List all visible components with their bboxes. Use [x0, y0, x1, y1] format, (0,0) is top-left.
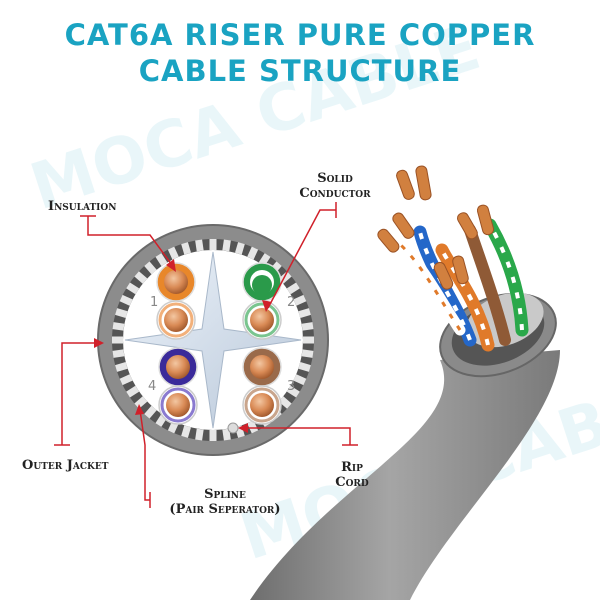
pair-2: [242, 262, 282, 340]
shield-tooth: [155, 253, 168, 267]
shield-tooth: [247, 246, 259, 260]
cable-jacket-body: [250, 350, 560, 600]
shield-tooth: [195, 239, 204, 252]
leader-spline: [139, 409, 150, 501]
pair-1-top-conductor: [164, 270, 188, 294]
label-outer-jacket: Outer Jacket: [22, 458, 109, 473]
shield-tooth: [112, 322, 125, 331]
pair-3: [242, 347, 282, 425]
pair-3-bottom-conductor: [250, 393, 274, 417]
label-spline: Spline (Pair Seperator): [155, 487, 295, 517]
shield-tooth: [119, 294, 133, 306]
pair-number-4: 4: [148, 379, 156, 394]
shield-tooth: [301, 322, 314, 331]
shield-tooth: [247, 420, 259, 434]
cross-section: 1 2 4 3: [97, 224, 329, 456]
shield-teeth: [112, 239, 314, 441]
shield-tooth: [134, 396, 148, 409]
pair-1-bottom-conductor: [164, 308, 188, 332]
pair-4-bottom-conductor: [166, 393, 190, 417]
shield-tooth: [298, 308, 311, 319]
copper-tips: [377, 165, 495, 290]
label-solid-conductor-line1: Solid: [317, 171, 353, 186]
shield-tooth: [209, 430, 217, 441]
leader-lines: [61, 209, 351, 501]
pair-number-1: 1: [150, 295, 158, 310]
shield-tooth: [278, 396, 292, 409]
label-rip-cord: Rip Cord: [328, 460, 376, 490]
title-line-1: CAT6A RISER PURE COPPER: [64, 18, 536, 52]
label-solid-conductor: Solid Conductor: [282, 171, 388, 201]
shield-tooth: [293, 294, 307, 306]
shield-tooth: [144, 261, 157, 275]
label-spline-line1: Spline: [204, 487, 246, 502]
title-line-2: CABLE STRUCTURE: [138, 54, 462, 88]
leader-tees: [54, 202, 358, 508]
shield-tooth: [195, 428, 204, 441]
shield-tooth: [144, 405, 157, 419]
leader-rip-cord: [240, 427, 351, 445]
shield-tooth: [115, 361, 128, 372]
label-solid-conductor-line2: Conductor: [299, 186, 371, 201]
shield-tooth: [301, 349, 314, 358]
label-insulation: Insulation: [48, 199, 117, 214]
label-rip-cord-line2: Cord: [335, 475, 369, 490]
shield-tooth: [181, 242, 192, 255]
shield-tooth: [134, 271, 148, 284]
shield-tooth: [167, 246, 179, 260]
pair-2-bottom-conductor: [250, 308, 274, 332]
pair-3-top-conductor: [250, 355, 274, 379]
shield-tooth: [293, 374, 307, 386]
shield-tooth: [126, 385, 140, 398]
shield-tooth: [209, 239, 217, 250]
shield-tooth: [181, 425, 192, 438]
pair-number-2: 2: [287, 295, 295, 310]
shield-tooth: [112, 349, 125, 358]
pair-1: [156, 262, 196, 340]
shield-tooth: [234, 242, 245, 255]
shield-tooth: [126, 282, 140, 295]
shield-tooth: [119, 374, 133, 386]
pair-4: [158, 347, 198, 425]
shield-tooth: [112, 336, 123, 344]
pair-4-top-conductor: [166, 355, 190, 379]
shield-tooth: [298, 361, 311, 372]
leader-outer-jacket: [61, 342, 100, 445]
rip-cord-fiber: [227, 422, 239, 434]
shield-tooth: [115, 308, 128, 319]
exposed-pairs: [389, 218, 529, 352]
shield-tooth: [222, 428, 231, 441]
shield-tooth: [222, 239, 231, 252]
pair-number-3: 3: [287, 379, 295, 394]
pair-1-bottom-insulation-stripe: [158, 302, 194, 338]
arrow-heads: [94, 259, 272, 433]
leader-insulation: [87, 216, 173, 266]
shield-tooth: [286, 282, 300, 295]
label-spline-line2: (Pair Seperator): [169, 502, 281, 517]
label-rip-cord-line1: Rip: [341, 460, 363, 475]
leader-solid-conductor: [267, 209, 336, 309]
shield-tooth: [286, 385, 300, 398]
shield-tooth: [303, 336, 314, 344]
